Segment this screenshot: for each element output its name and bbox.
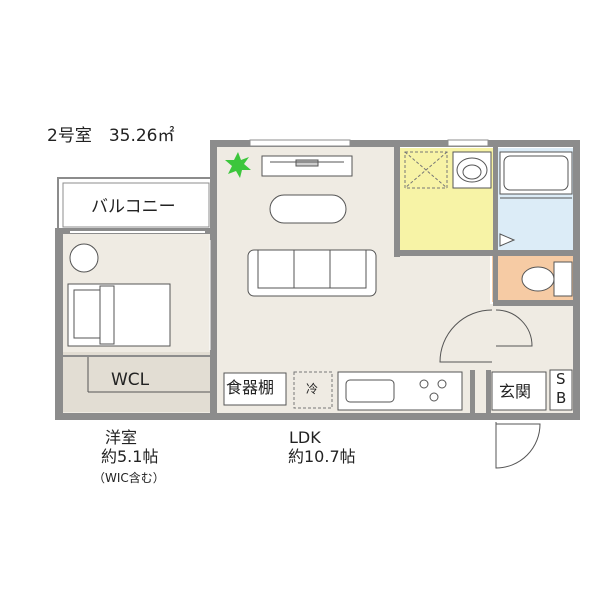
balcony-label: バルコニー (91, 197, 176, 217)
western-room-size: 約5.1帖 (101, 447, 159, 466)
walls (55, 140, 580, 420)
stove-icon (419, 379, 447, 402)
bed-icon (67, 283, 171, 347)
fridge-label: 冷 (306, 382, 319, 396)
sofa-icon (247, 249, 377, 297)
door-swings (439, 309, 541, 469)
western-room-note: （WIC含む） (93, 471, 165, 485)
shokkidana-label: 食器棚 (226, 378, 275, 397)
balcony-area (57, 177, 215, 233)
plan-title: 2号室 35.26㎡ (47, 126, 175, 146)
sb-label-top: S (556, 370, 566, 388)
sb-label-bottom: B (556, 389, 567, 407)
western-room-name: 洋室 (105, 428, 138, 447)
genkan-label: 玄関 (499, 382, 532, 401)
wcl-label: WCL (111, 370, 150, 390)
plant-icon (225, 152, 251, 178)
ldk-name: LDK (289, 428, 321, 447)
ldk-size: 約10.7帖 (288, 447, 356, 466)
